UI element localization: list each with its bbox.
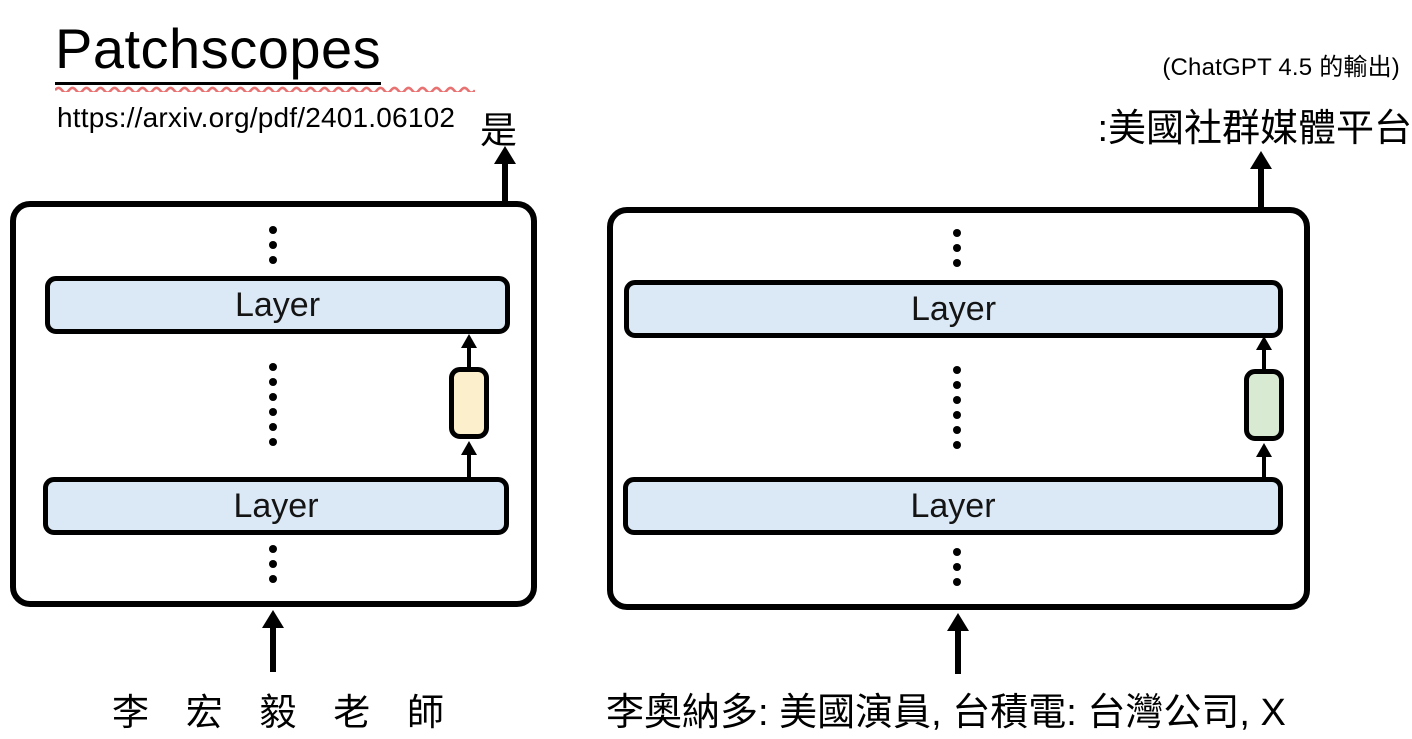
source-hidden-state-patch <box>449 367 489 439</box>
layer-label: Layer <box>910 486 996 525</box>
ellipsis-dots <box>953 366 961 449</box>
layer-label: Layer <box>234 285 321 324</box>
ellipsis-dots <box>953 229 961 267</box>
ellipsis-dots <box>269 363 277 446</box>
chatgpt-output-note: (ChatGPT 4.5 的輸出) <box>1162 54 1400 81</box>
layer-bar: Layer <box>623 477 1283 535</box>
spellcheck-squiggle-icon <box>55 86 475 92</box>
layer-bar: Layer <box>624 280 1283 338</box>
page-title-text: Patchscopes <box>55 18 382 85</box>
source-input-token: 老 <box>333 692 371 733</box>
target-output-text: :美國社群媒體平台 <box>1097 108 1412 150</box>
source-input-token: 毅 <box>259 692 297 733</box>
layer-label: Layer <box>233 486 319 525</box>
page-title: Patchscopes <box>55 18 475 92</box>
arrow-up-icon <box>460 441 478 478</box>
source-input-token: 李 <box>112 692 149 733</box>
arrow-up-icon <box>1255 443 1273 478</box>
target-model-box <box>607 207 1310 610</box>
arrow-up-icon <box>1255 336 1273 370</box>
target-hidden-state-patch <box>1244 369 1284 441</box>
source-input-token: 宏 <box>185 692 223 733</box>
source-input-token: 師 <box>407 692 444 733</box>
source-output-token: 是 <box>480 110 517 151</box>
paper-url[interactable]: https://arxiv.org/pdf/2401.06102 <box>57 102 456 133</box>
source-input-tokens: 李 宏 毅 老 師 <box>112 682 444 736</box>
arrow-up-icon <box>946 613 970 674</box>
arrow-up-icon <box>460 334 478 368</box>
target-input-text: 李奧納多: 美國演員, 台積電: 台灣公司, X <box>606 692 1286 734</box>
arrow-up-icon <box>261 610 285 672</box>
arrow-up-icon <box>1249 151 1273 209</box>
ellipsis-dots <box>953 548 961 586</box>
layer-bar: Layer <box>45 276 510 334</box>
layer-label: Layer <box>910 289 997 328</box>
ellipsis-dots <box>269 545 277 583</box>
arrow-up-icon <box>493 146 517 205</box>
ellipsis-dots <box>269 226 277 264</box>
layer-bar: Layer <box>43 477 509 535</box>
